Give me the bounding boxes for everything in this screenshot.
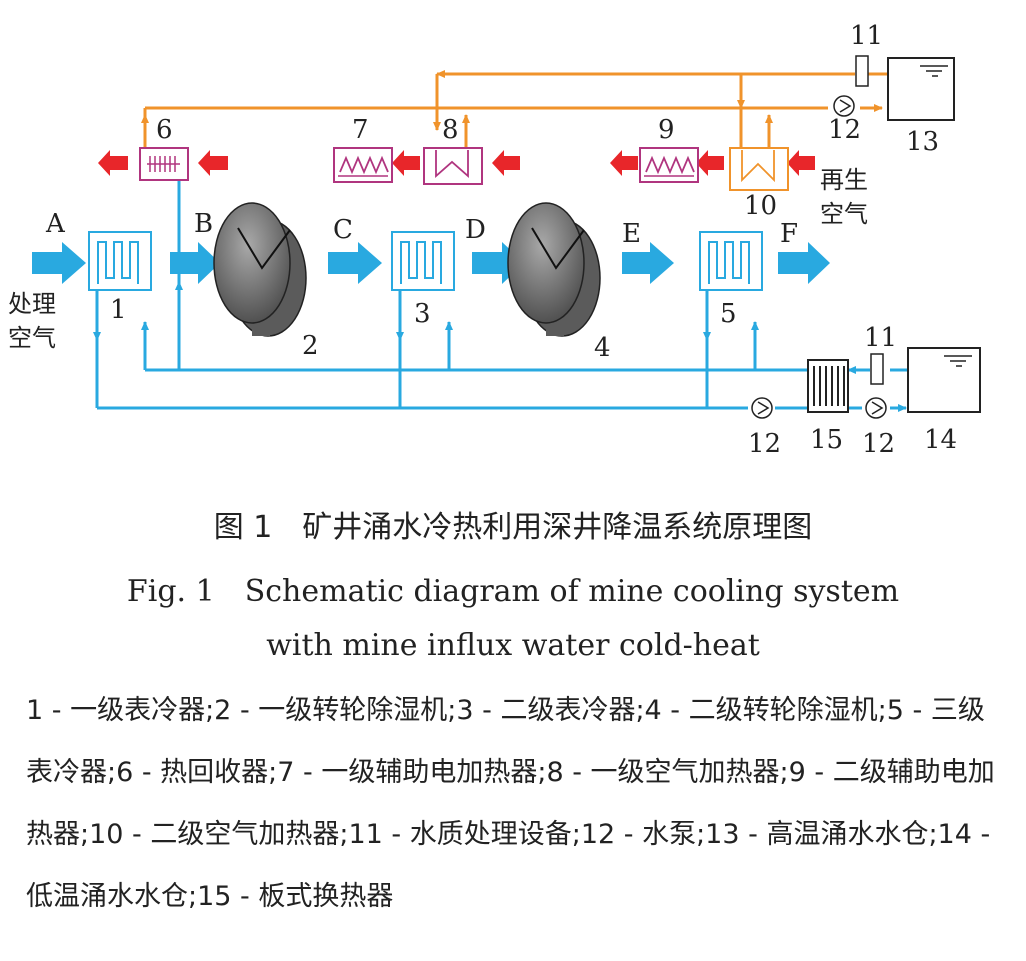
pump-12-bottom-left xyxy=(751,397,773,419)
figure-caption-english-line2: with mine influx water cold-heat xyxy=(266,628,760,663)
label-12-bottom-left: 12 xyxy=(748,429,781,459)
pump-12-top xyxy=(833,95,855,117)
water-treatment-11-bottom xyxy=(870,353,884,385)
label-process-air-1: 处理 xyxy=(8,290,56,318)
label-B: B xyxy=(194,209,213,239)
label-11-bottom: 11 xyxy=(864,323,897,353)
air-arrow-F xyxy=(778,242,830,284)
high-temp-water-tank-13 xyxy=(887,57,955,121)
label-2: 2 xyxy=(302,331,319,361)
label-14: 14 xyxy=(924,425,957,455)
label-10: 10 xyxy=(744,191,777,221)
regen-air-arrows xyxy=(98,150,815,176)
surface-cooler-1 xyxy=(88,231,152,291)
label-F: F xyxy=(780,219,798,249)
pump-12-bottom-right xyxy=(865,397,887,419)
electric-heater-7 xyxy=(333,147,393,183)
air-heater-10 xyxy=(729,147,789,191)
figure-caption-chinese: 图 1 矿井涌水冷热利用深井降温系统原理图 xyxy=(213,510,813,545)
label-11-top: 11 xyxy=(850,21,883,51)
air-arrow-E xyxy=(622,242,674,284)
label-5: 5 xyxy=(720,299,737,329)
cold-water-piping xyxy=(93,190,908,412)
label-regen-air-1: 再生 xyxy=(820,166,868,194)
electric-heater-9 xyxy=(639,147,699,183)
surface-cooler-3 xyxy=(391,231,455,291)
air-arrow-A xyxy=(32,242,86,284)
label-process-air-2: 空气 xyxy=(8,324,56,352)
heat-recovery-6 xyxy=(139,147,189,181)
label-C: C xyxy=(333,215,353,245)
label-9: 9 xyxy=(658,115,675,145)
system-schematic: A B C D E F 1 2 3 4 5 6 7 8 9 10 11 12 1… xyxy=(8,21,981,459)
label-12-bottom-right: 12 xyxy=(862,429,895,459)
air-arrow-B xyxy=(170,242,220,284)
air-heater-8 xyxy=(423,147,483,185)
label-12-top: 12 xyxy=(828,115,861,145)
label-E: E xyxy=(622,219,641,249)
label-8: 8 xyxy=(442,115,459,145)
figure-caption-english-line1: Fig. 1 Schematic diagram of mine cooling… xyxy=(126,574,900,609)
label-A: A xyxy=(45,209,66,239)
component-legend: 1 - 一级表冷器;2 - 一级转轮除湿机;3 - 二级表冷器;4 - 二级转轮… xyxy=(26,695,995,912)
desiccant-wheel-4 xyxy=(507,202,601,337)
label-13: 13 xyxy=(906,127,939,157)
label-1: 1 xyxy=(110,295,127,325)
low-temp-water-tank-14 xyxy=(907,347,981,413)
label-4: 4 xyxy=(594,333,611,363)
surface-cooler-5 xyxy=(699,231,763,291)
label-3: 3 xyxy=(414,299,431,329)
plate-heat-exchanger-15 xyxy=(807,359,849,413)
hot-water-piping xyxy=(141,70,888,150)
water-treatment-11-top xyxy=(855,55,869,87)
label-7: 7 xyxy=(352,115,369,145)
air-arrow-C xyxy=(328,242,382,284)
label-regen-air-2: 空气 xyxy=(820,200,868,228)
label-D: D xyxy=(465,215,486,245)
desiccant-wheel-2 xyxy=(213,202,307,337)
label-15: 15 xyxy=(810,425,843,455)
label-6: 6 xyxy=(156,115,173,145)
